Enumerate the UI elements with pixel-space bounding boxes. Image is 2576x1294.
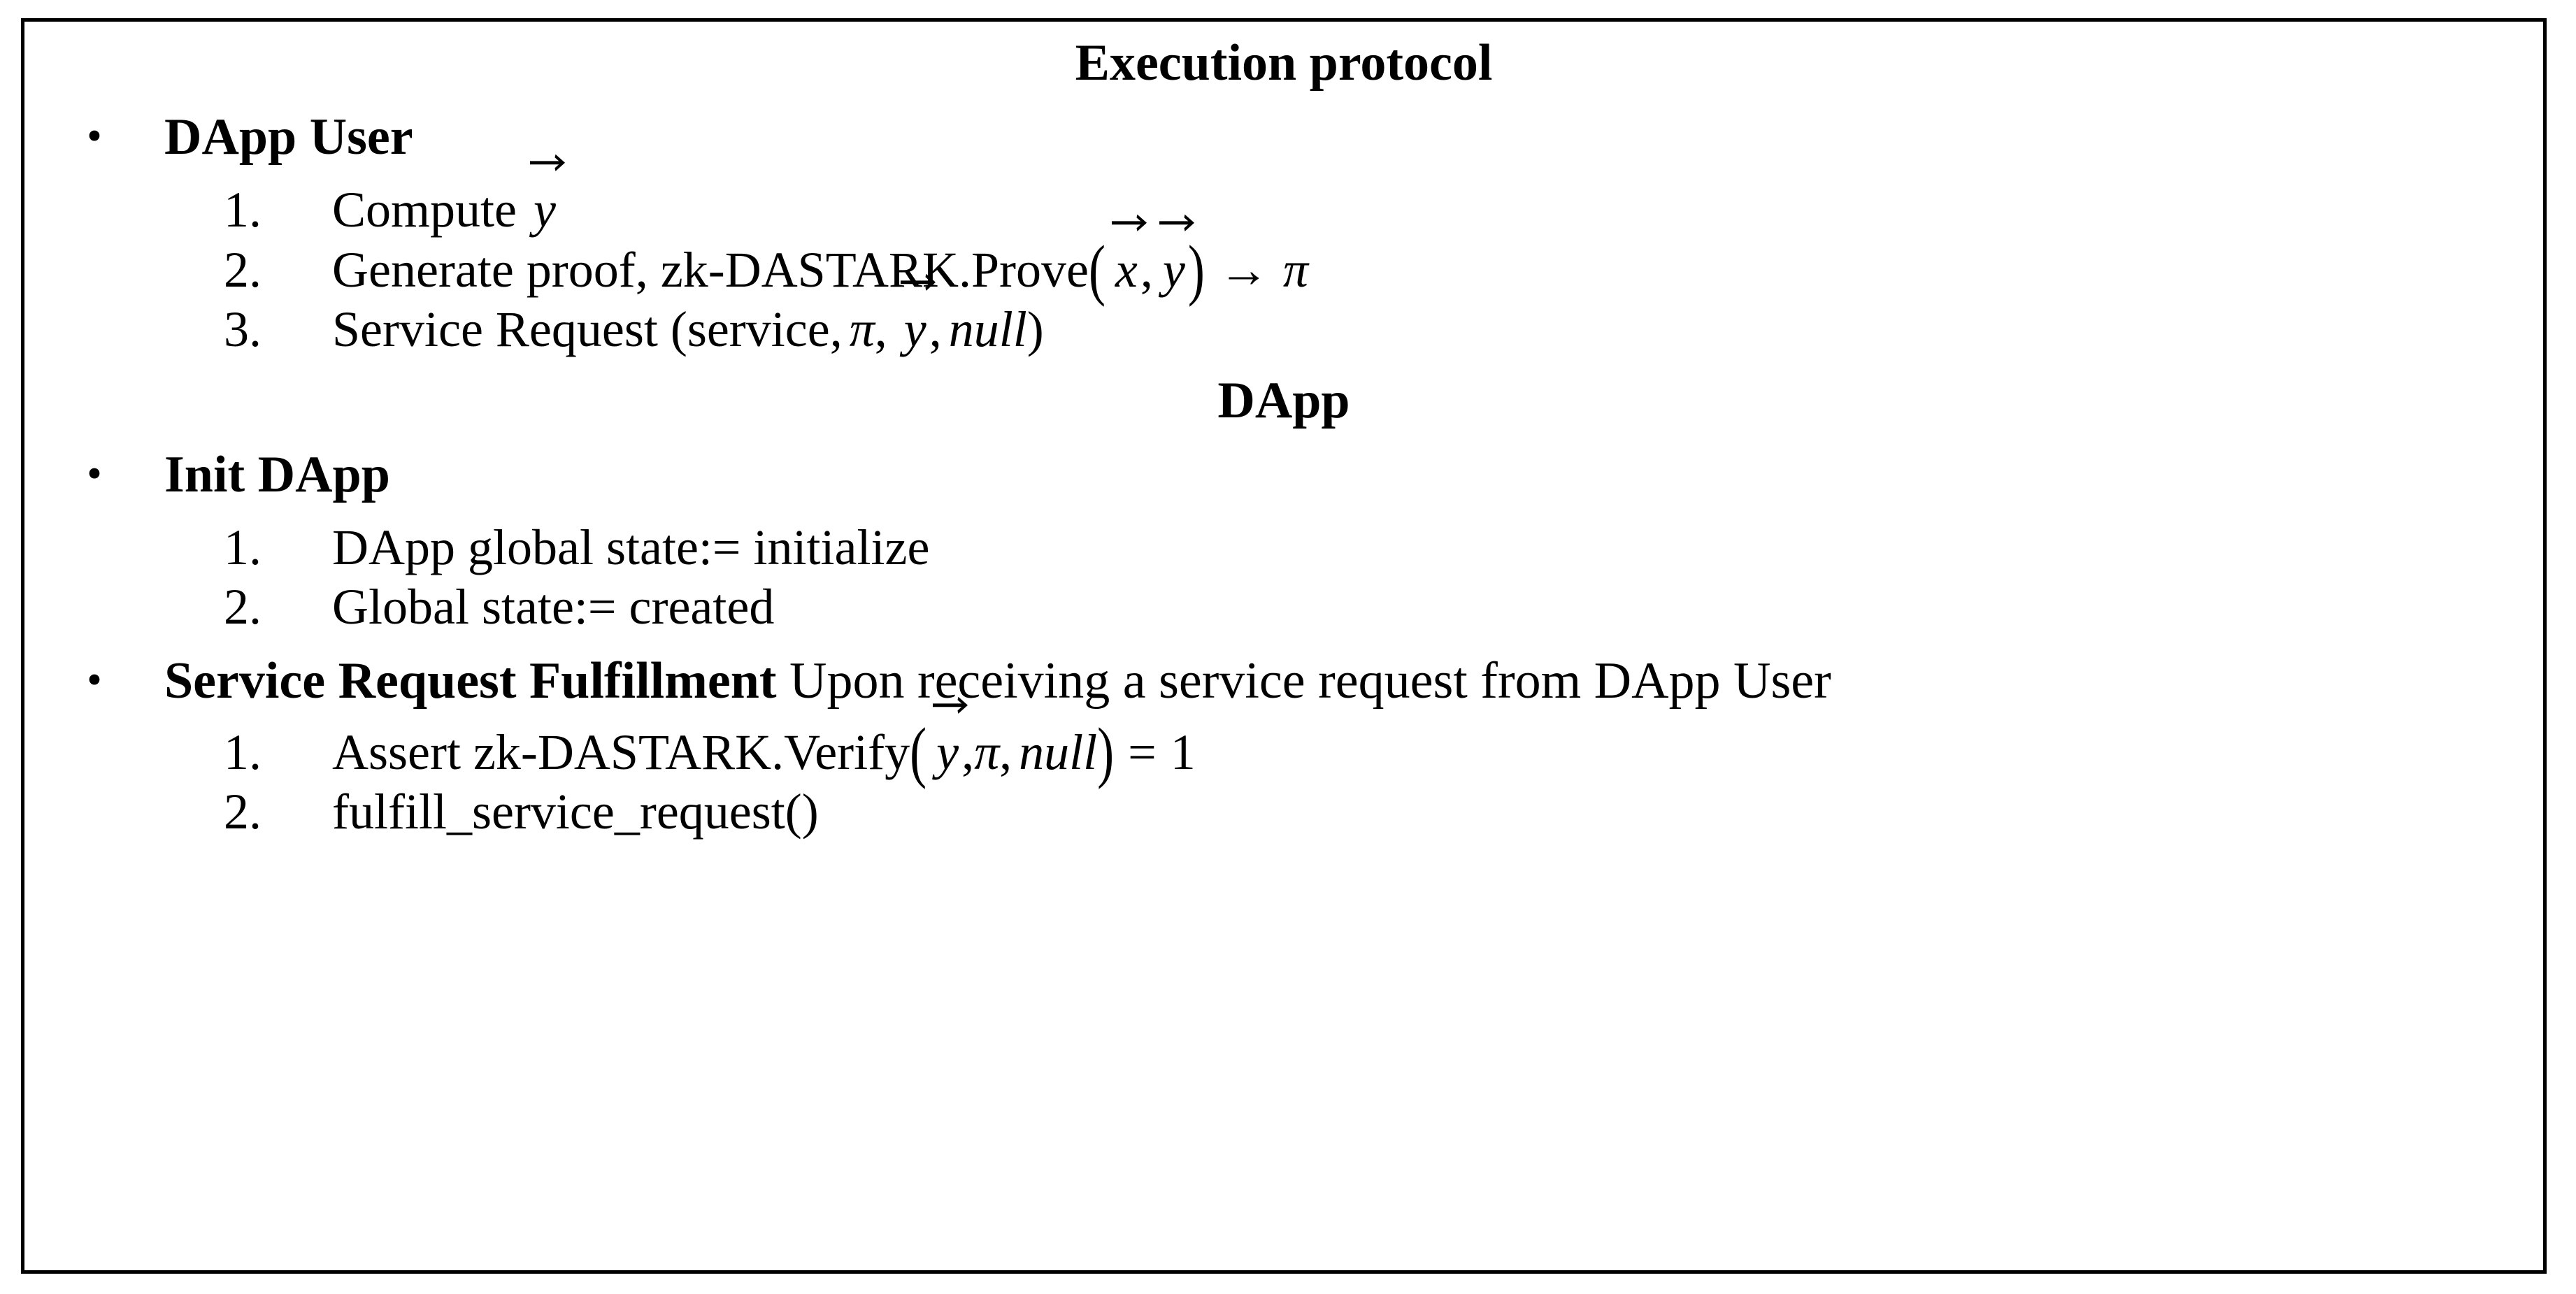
bullet-trailing-text: Upon receiving a service request from DA… — [776, 652, 1831, 710]
list-item-number: 2. — [224, 241, 262, 298]
list-item-text: Service Request (service,π,y,null) — [332, 274, 2543, 358]
numbered-list-init-dapp: 1. DApp global state:= initialize 2. Glo… — [24, 519, 2543, 634]
null-literal: null — [948, 301, 1027, 358]
section-service-request-fulfillment: • Service Request Fulfillment Upon recei… — [24, 652, 2543, 710]
equals-symbol: = — [1128, 724, 1157, 780]
section-init-dapp: • Init DApp — [24, 447, 2543, 503]
list-item: 3. Service Request (service,π,y,null) — [24, 274, 2543, 358]
list-item: 1. DApp global state:= initialize — [24, 519, 2543, 575]
list-item-number: 1. — [224, 519, 262, 575]
bullet-marker-icon: • — [87, 656, 102, 704]
bullet-marker-icon: • — [87, 450, 102, 498]
list-item: 2. Generate proof, zk-DASTARK.Prove(x,y)… — [24, 214, 2543, 305]
pi-symbol: π — [849, 301, 875, 358]
vector-y: y — [933, 696, 968, 779]
list-item-number: 2. — [224, 784, 262, 840]
bullet-text: DApp User — [164, 108, 2543, 166]
null-literal: null — [1019, 724, 1098, 780]
vector-y: y — [529, 154, 565, 237]
numbered-list-service-request-fulfillment: 1. Assert zk-DASTARK.Verify(y,π,null)=1 … — [24, 696, 2543, 839]
bullet-item: • Service Request Fulfillment Upon recei… — [24, 652, 2543, 710]
bullet-text: Init DApp — [164, 447, 2543, 503]
list-item: 1. Assert zk-DASTARK.Verify(y,π,null)=1 — [24, 696, 2543, 787]
maps-to-arrow-icon: → — [1218, 241, 1269, 298]
pi-symbol: π — [1282, 241, 1308, 298]
list-item: 2. fulfill_service_request() — [24, 786, 2543, 839]
list-item-text: DApp global state:= initialize — [332, 519, 930, 575]
bullet-label: Service Request Fulfillment — [164, 652, 777, 710]
bullet-label: Init DApp — [164, 445, 390, 503]
list-item-number: 2. — [224, 579, 262, 635]
list-item-number: 1. — [224, 724, 262, 780]
bullet-item: • Init DApp — [24, 447, 2543, 503]
list-item-number: 1. — [224, 181, 262, 238]
list-item-text: Assert zk-DASTARK.Verify(y,π,null)=1 — [332, 696, 2543, 787]
vector-y: y — [900, 274, 936, 357]
bullet-item: • DApp User — [24, 108, 2543, 166]
list-item-text: fulfill_service_request() — [332, 784, 819, 840]
section-heading-dapp: DApp — [1217, 371, 1350, 429]
section-dapp-user: • DApp User — [24, 108, 2543, 166]
bullet-marker-icon: • — [87, 113, 102, 160]
page-title: Execution protocol — [1075, 34, 1493, 92]
pi-symbol: π — [974, 724, 1000, 780]
list-item: 2. Global state:= created — [24, 581, 2543, 634]
bullet-text: Service Request Fulfillment Upon receivi… — [164, 652, 2543, 710]
list-item-number: 3. — [224, 301, 262, 358]
vector-x: x — [1111, 214, 1147, 297]
list-item-text: Global state:= created — [332, 579, 775, 635]
list-item-text: Generate proof, zk-DASTARK.Prove(x,y)→π — [332, 214, 2543, 305]
vector-y: y — [1159, 214, 1194, 297]
bullet-label: DApp User — [164, 108, 413, 166]
protocol-figure-box: Execution protocol • DApp User 1. Comput… — [21, 18, 2547, 1274]
